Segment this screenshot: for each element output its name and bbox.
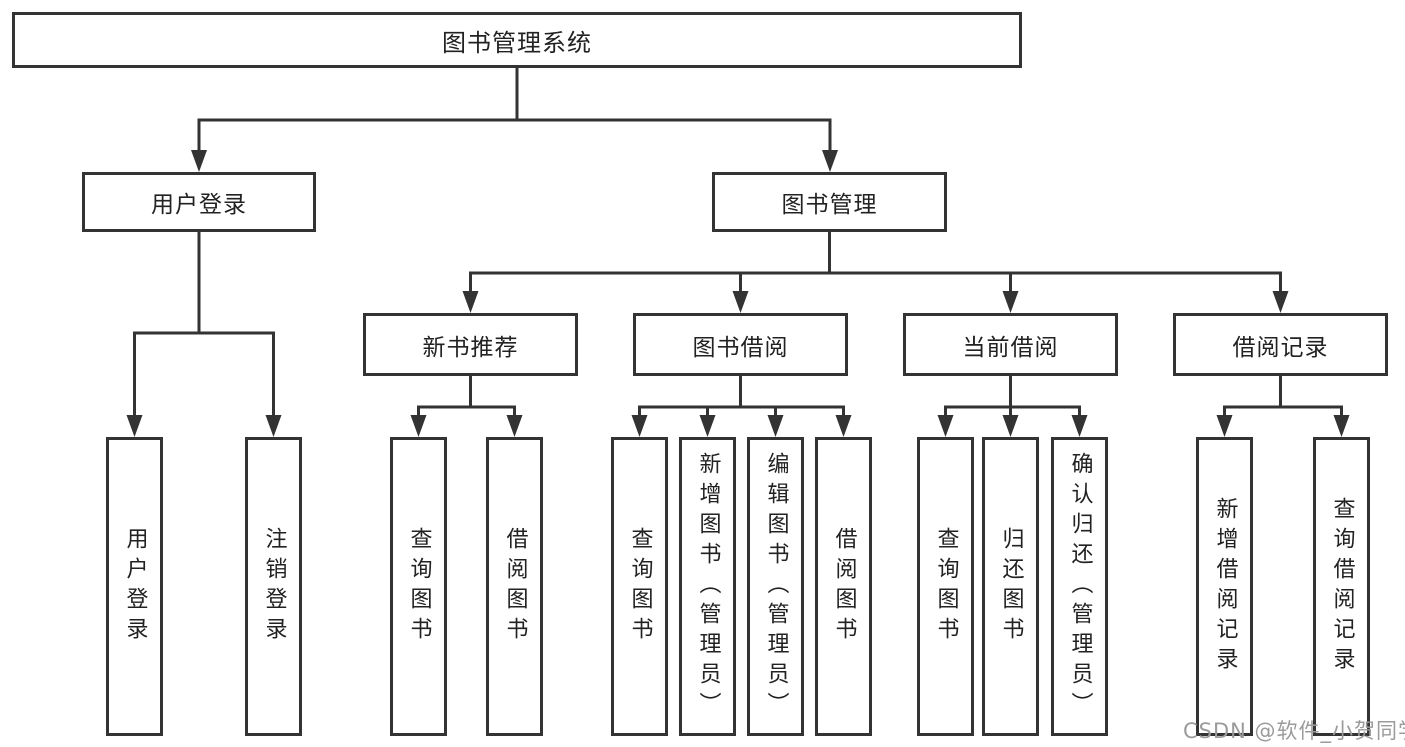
leaf-edit-book-admin: 编辑图书（管理员） [747,437,804,736]
csdn-watermark: CSDN @软件_小贺同学 [1183,719,1405,743]
leaf-return-book-label: 归还图书 [998,526,1024,647]
node-book-management: 图书管理 [712,172,947,232]
leaf-add-borrow-record-label: 新增借阅记录 [1212,496,1238,677]
leaf-query-borrow-record-label: 查询借阅记录 [1329,496,1355,677]
node-book-management-label: 图书管理 [781,192,878,218]
leaf-borrow-books-recommend-label: 借阅图书 [502,526,528,647]
node-book-borrow: 图书借阅 [633,313,848,376]
leaf-edit-book-admin-label: 编辑图书（管理员） [763,451,789,722]
node-borrow-records-label: 借阅记录 [1232,334,1329,361]
node-user-login-label: 用户登录 [151,192,247,218]
leaf-query-books-current: 查询图书 [917,437,974,736]
leaf-query-books-borrow: 查询图书 [611,437,668,736]
node-new-book-recommend-label: 新书推荐 [422,334,519,361]
leaf-query-books-borrow-label: 查询图书 [627,526,653,647]
leaf-confirm-return-admin-label: 确认归还（管理员） [1067,451,1093,722]
leaf-user-login-label: 用户登录 [122,526,148,647]
node-current-borrow: 当前借阅 [903,313,1118,376]
node-book-borrow-label: 图书借阅 [692,334,789,361]
node-new-book-recommend: 新书推荐 [363,313,578,376]
leaf-borrow-books: 借阅图书 [815,437,872,736]
leaf-confirm-return-admin: 确认归还（管理员） [1051,437,1108,736]
leaf-add-borrow-record: 新增借阅记录 [1196,437,1253,736]
leaf-logout-label: 注销登录 [261,526,287,647]
leaf-add-book-admin: 新增图书（管理员） [679,437,736,736]
leaf-borrow-books-recommend: 借阅图书 [486,437,543,736]
leaf-user-login: 用户登录 [106,437,163,736]
node-borrow-records: 借阅记录 [1173,313,1388,376]
node-root-system: 图书管理系统 [12,12,1022,68]
leaf-borrow-books-label: 借阅图书 [831,526,857,647]
node-current-borrow-label: 当前借阅 [962,334,1059,361]
node-root-label: 图书管理系统 [442,28,592,57]
leaf-query-books-current-label: 查询图书 [933,526,959,647]
node-user-login: 用户登录 [82,172,316,232]
leaf-query-borrow-record: 查询借阅记录 [1313,437,1370,736]
leaf-logout: 注销登录 [245,437,302,736]
leaf-query-books-recommend-label: 查询图书 [406,526,432,647]
leaf-query-books-recommend: 查询图书 [390,437,447,736]
leaf-return-book: 归还图书 [982,437,1039,736]
leaf-add-book-admin-label: 新增图书（管理员） [695,451,721,722]
